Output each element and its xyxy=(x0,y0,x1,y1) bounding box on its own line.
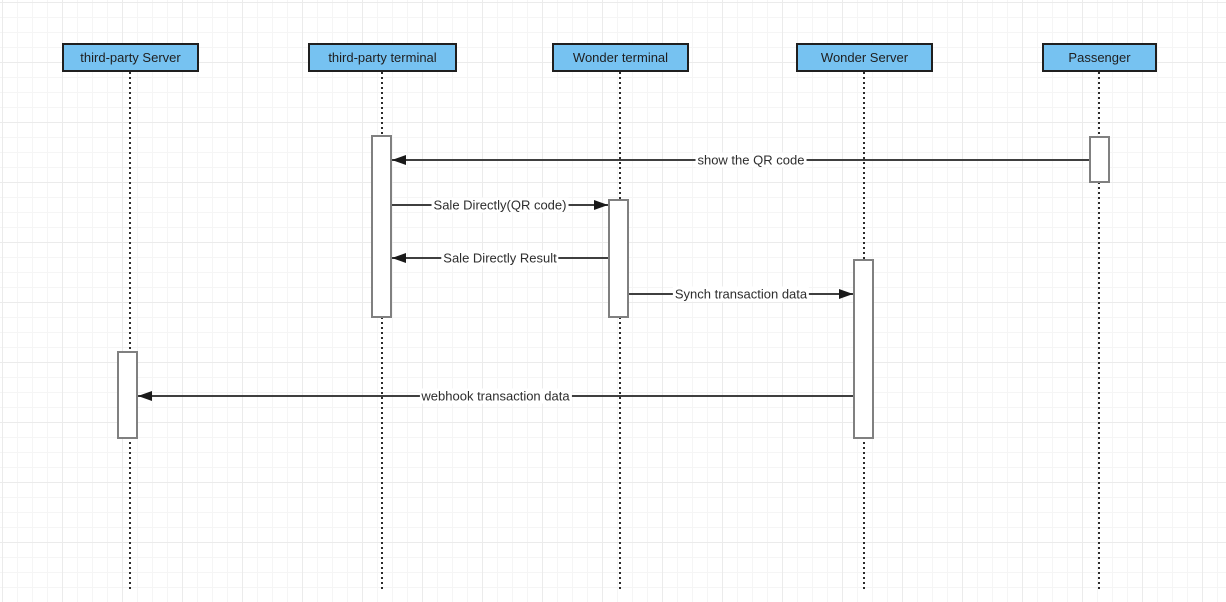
activation-third-party-server[interactable] xyxy=(117,351,138,439)
lifeline-wonder-terminal[interactable] xyxy=(619,72,621,592)
message-label[interactable]: Sale Directly Result xyxy=(441,250,559,266)
activation-wonder-server[interactable] xyxy=(853,259,874,439)
lifeline-passenger[interactable] xyxy=(1098,72,1100,592)
participant-third-party-server[interactable]: third-party Server xyxy=(62,43,199,72)
arrowhead-left-icon xyxy=(392,155,406,165)
participant-wonder-terminal[interactable]: Wonder terminal xyxy=(552,43,689,72)
lifeline-third-party-server[interactable] xyxy=(129,72,131,592)
participant-wonder-server[interactable]: Wonder Server xyxy=(796,43,933,72)
message-label[interactable]: Sale Directly(QR code) xyxy=(431,197,569,213)
arrowhead-left-icon xyxy=(392,253,406,263)
arrowhead-right-icon xyxy=(839,289,853,299)
activation-third-party-terminal[interactable] xyxy=(371,135,392,318)
lifeline-third-party-terminal[interactable] xyxy=(381,72,383,592)
message-label[interactable]: webhook transaction data xyxy=(419,388,572,404)
arrowhead-left-icon xyxy=(138,391,152,401)
participant-passenger[interactable]: Passenger xyxy=(1042,43,1157,72)
activation-wonder-terminal[interactable] xyxy=(608,199,629,318)
message-label[interactable]: show the QR code xyxy=(695,152,807,168)
message-label[interactable]: Synch transaction data xyxy=(672,286,810,302)
participant-third-party-terminal[interactable]: third-party terminal xyxy=(308,43,457,72)
arrowhead-right-icon xyxy=(594,200,608,210)
activation-passenger[interactable] xyxy=(1089,136,1110,183)
